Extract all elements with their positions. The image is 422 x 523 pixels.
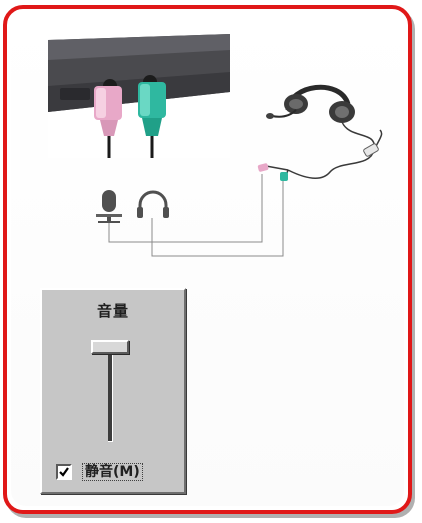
mute-checkbox[interactable] (56, 464, 72, 480)
volume-control-panel: 音量 静音(M) (40, 288, 186, 494)
mute-row[interactable]: 静音(M) (56, 462, 143, 482)
microphone-icon (96, 190, 122, 223)
volume-slider-thumb[interactable] (91, 340, 129, 354)
connection-lines (109, 174, 283, 256)
headphone-icon (137, 192, 169, 218)
mute-label[interactable]: 静音(M) (82, 463, 143, 481)
headset-image (257, 87, 381, 181)
checkmark-icon (58, 466, 70, 478)
laptop-audio-jacks-image (48, 34, 230, 158)
headset-connection-diagram (0, 0, 422, 290)
volume-title: 音量 (42, 300, 184, 321)
volume-slider-track[interactable] (108, 345, 113, 442)
